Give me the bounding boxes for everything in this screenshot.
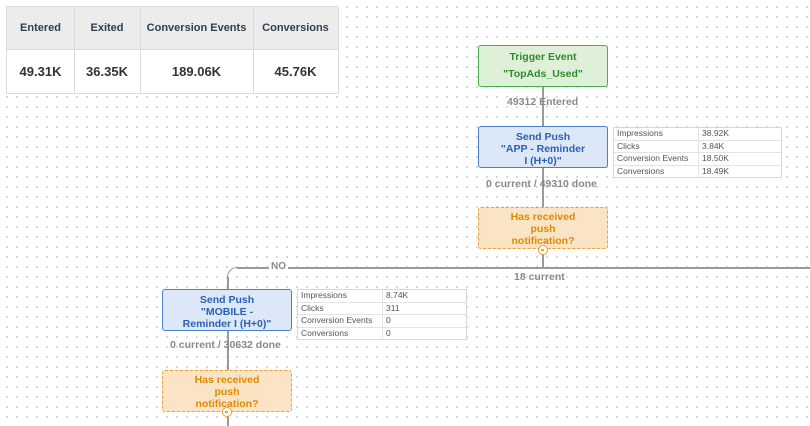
cond1-line2: push (530, 223, 556, 235)
header-entered: Entered (20, 22, 61, 34)
header-conversions: Conversions (262, 22, 329, 34)
stats-label: Conversions (298, 327, 383, 339)
stats-value: 0 (386, 315, 391, 325)
stats-value: 8.74K (386, 290, 409, 300)
stats-value: 3.84K (702, 140, 725, 151)
push1-title: Send Push (515, 131, 571, 143)
push2-line1: "MOBILE - (200, 306, 254, 318)
branch-horizontal-line (237, 267, 810, 269)
push1-status-caption: 0 current / 49310 done (486, 178, 597, 190)
trigger-event-name: "TopAds_Used" (503, 68, 583, 80)
stats-label: Clicks (614, 140, 699, 152)
stats-value: 0 (386, 327, 391, 338)
push1-line2: I (H+0)" (524, 155, 562, 167)
condition-collapse-icon[interactable] (538, 245, 548, 255)
cond1-current-caption: 18 current (514, 271, 565, 283)
value-conversion-events: 189.06K (171, 64, 222, 79)
branch-corner (227, 267, 238, 278)
connector-push-condition (542, 167, 544, 207)
push2-status-caption: 0 current / 30632 done (170, 339, 281, 351)
send-push-node-mobile[interactable]: Send Push "MOBILE - Reminder I (H+0)" (162, 289, 292, 331)
stats-label: Impressions (614, 128, 699, 140)
trigger-event-node[interactable]: Trigger Event "TopAds_Used" (478, 45, 608, 87)
branch-no-label: NO (269, 261, 288, 272)
condition-node-push-received[interactable]: Has received push notification? (478, 207, 608, 249)
value-exited: 36.35K (86, 64, 128, 79)
send-push-node-app[interactable]: Send Push "APP - Reminder I (H+0)" (478, 126, 608, 168)
stats-value: 38.92K (702, 128, 729, 138)
push2-line2: Reminder I (H+0)" (182, 318, 272, 330)
condition-node-push-received-2[interactable]: Has received push notification? (162, 370, 292, 412)
trigger-title: Trigger Event (509, 51, 577, 63)
stats-value: 18.50K (702, 153, 729, 163)
cond1-line1: Has received (510, 211, 576, 223)
stats-value: 311 (386, 302, 400, 313)
push2-title: Send Push (199, 294, 255, 306)
cond1-line3: notification? (511, 235, 575, 247)
stats-label: Clicks (298, 302, 383, 314)
push1-line1: "APP - Reminder (500, 143, 586, 155)
connector-trigger-push (542, 86, 544, 126)
stats-label: Conversion Events (614, 153, 699, 165)
trigger-entered-caption: 49312 Entered (507, 96, 579, 108)
connector-no-branch (227, 277, 229, 289)
stats-label: Conversion Events (298, 315, 383, 327)
connector-condition-branch (542, 248, 544, 268)
header-exited: Exited (90, 22, 124, 34)
cond2-line2: push (214, 386, 240, 398)
condition-collapse-icon[interactable] (222, 407, 232, 417)
summary-header-row (7, 7, 338, 50)
stats-label: Conversions (614, 165, 699, 177)
stats-label: Impressions (298, 290, 383, 302)
cond2-line1: Has received (194, 374, 260, 386)
value-conversions: 45.76K (274, 64, 317, 79)
connector-push2-condition2 (227, 330, 229, 370)
summary-table: Entered Exited Conversion Events Convers… (6, 6, 339, 94)
stats-value: 18.49K (702, 165, 729, 176)
cond2-line3: notification? (195, 398, 259, 410)
connector-condition2-out (227, 411, 229, 426)
header-conversion-events: Conversion Events (146, 22, 247, 34)
value-entered: 49.31K (19, 64, 62, 79)
